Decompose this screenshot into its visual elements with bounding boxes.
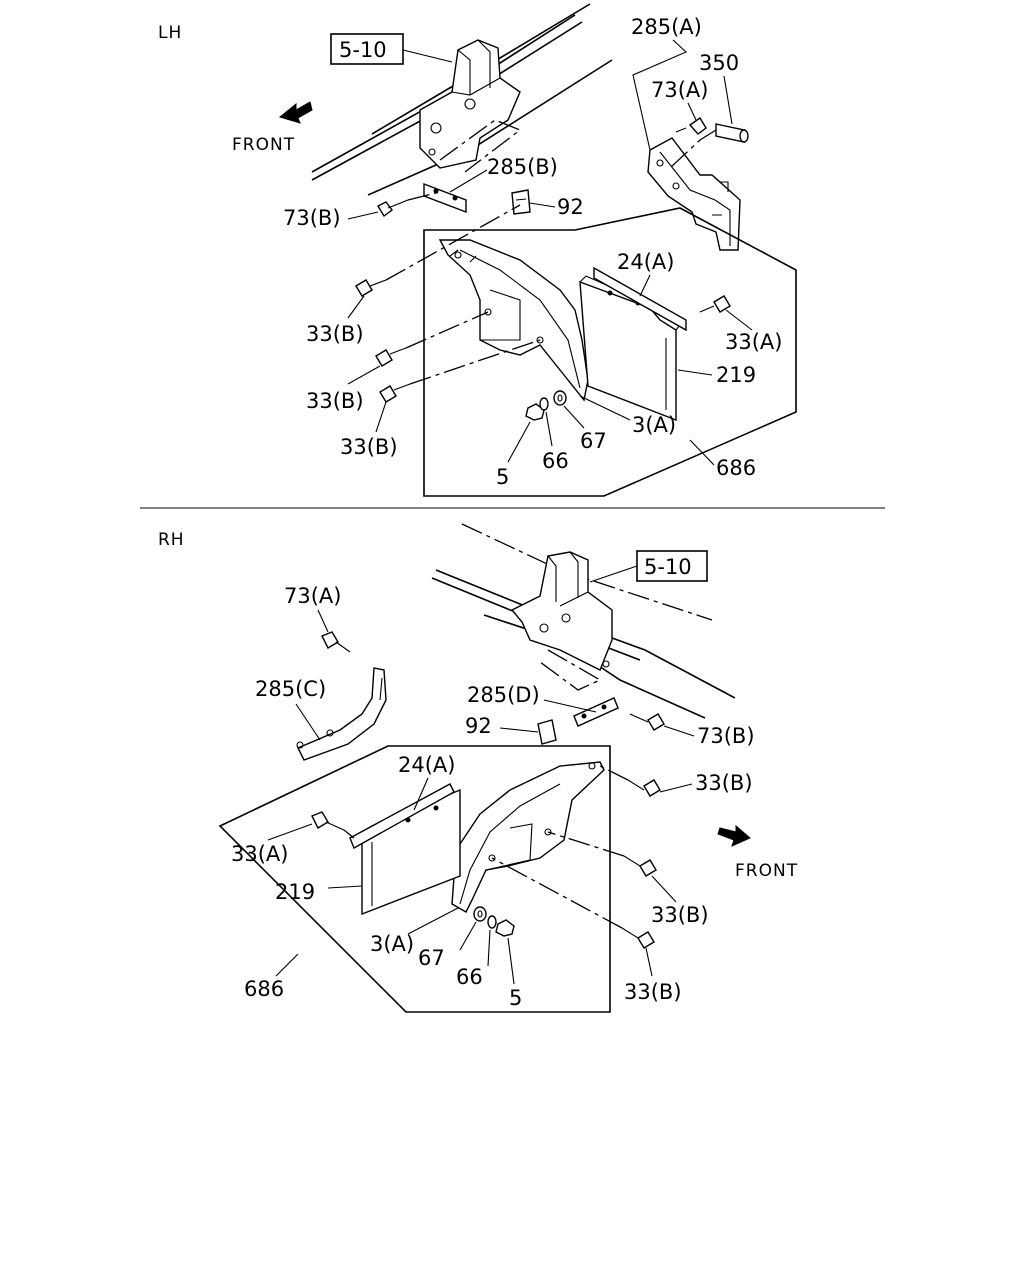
rh-front-label: FRONT [735, 861, 798, 881]
lh-cab-mount-bracket [419, 39, 522, 173]
rh-bolt-33a [311, 811, 345, 831]
rh-callout-33b-1: 33(B) [695, 771, 753, 795]
lh-callout-285a: 285(A) [631, 15, 702, 39]
rh-front-arrow-icon [717, 824, 751, 847]
rh-washer-66 [487, 915, 497, 929]
lh-bracket-285b [423, 182, 467, 214]
rh-bolt-73a [321, 631, 351, 653]
lh-callout-67: 67 [580, 429, 607, 453]
lh-washer-67 [553, 390, 567, 406]
rh-callout-5: 5 [509, 986, 522, 1010]
lh-bolt-33a [699, 295, 731, 313]
rh-cab-mount-bracket [510, 551, 613, 691]
rh-callout-285c: 285(C) [255, 677, 326, 701]
lh-callout-3a: 3(A) [632, 413, 676, 437]
lh-front-label: FRONT [232, 135, 295, 155]
lh-washer-66 [539, 397, 549, 411]
lh-callout-73b: 73(B) [283, 206, 341, 230]
lh-callout-686: 686 [716, 456, 756, 480]
lh-bolt-33b-3 [379, 383, 411, 403]
rh-callout-24a: 24(A) [398, 753, 455, 777]
lh-callout-92: 92 [557, 195, 584, 219]
lh-callout-33b-2: 33(B) [306, 389, 364, 413]
lh-section-label: LH [158, 23, 182, 43]
lh-ref-box-label[interactable]: 5-10 [339, 38, 387, 62]
lh-bolt-73a [675, 116, 707, 135]
lh-callout-24a: 24(A) [617, 250, 674, 274]
rh-clip-92 [537, 719, 557, 745]
rh-group-686-boundary [218, 745, 611, 1013]
lh-callout-33b-3: 33(B) [340, 435, 398, 459]
rh-callout-33b-3: 33(B) [624, 980, 682, 1004]
lh-callout-285b: 285(B) [487, 155, 558, 179]
rh-callout-33b-2: 33(B) [651, 903, 709, 927]
rh-callout-219: 219 [275, 880, 315, 904]
lh-strip-24a [593, 266, 687, 332]
rh-strip-24a [349, 783, 455, 850]
rh-callout-33a: 33(A) [231, 842, 288, 866]
lh-bolt-73b [377, 199, 409, 218]
rh-bracket-285c [296, 667, 387, 761]
rh-bolt-33b-2 [623, 855, 657, 877]
lh-group-686-boundary [423, 207, 797, 497]
lh-bracket-285a [647, 137, 741, 251]
lh-pin-350 [715, 123, 749, 143]
lh-callout-350: 350 [699, 51, 739, 75]
lh-nut-5 [525, 403, 545, 421]
rh-callout-73a: 73(A) [284, 584, 341, 608]
lh-section: LH 5-10 FRONT [158, 3, 797, 497]
lh-mudguard [438, 239, 589, 402]
rh-ref-box-label[interactable]: 5-10 [644, 555, 692, 579]
rh-section: RH 5-10 FRONT [158, 523, 798, 1013]
rh-washer-67 [473, 906, 487, 922]
lh-callout-33b-1: 33(B) [306, 322, 364, 346]
lh-clip-92 [511, 189, 531, 215]
rh-bolt-33b-3 [621, 927, 655, 949]
lh-bolt-33b-1 [355, 279, 387, 297]
rh-callout-686: 686 [244, 977, 284, 1001]
rh-bolt-33b-1 [627, 779, 661, 797]
rh-callout-73b: 73(B) [697, 724, 755, 748]
lh-front-arrow-icon [278, 101, 313, 124]
rh-mudguard [451, 761, 605, 913]
rh-callout-92: 92 [465, 714, 492, 738]
rh-callout-285d: 285(D) [467, 683, 540, 707]
rh-ref-box[interactable]: 5-10 [589, 550, 708, 583]
lh-callout-33a: 33(A) [725, 330, 782, 354]
rh-callout-66: 66 [456, 965, 483, 989]
lh-bolt-33b-2 [375, 347, 407, 367]
rh-section-label: RH [158, 530, 185, 550]
rh-callout-3a: 3(A) [370, 932, 414, 956]
rh-bolt-73b [629, 713, 665, 731]
rh-nut-5 [495, 919, 515, 937]
lh-callout-66: 66 [542, 449, 569, 473]
rh-callout-67: 67 [418, 946, 445, 970]
lh-callout-219: 219 [716, 363, 756, 387]
lh-ref-box[interactable]: 5-10 [330, 33, 453, 65]
lh-callout-5: 5 [496, 465, 509, 489]
lh-callout-73a: 73(A) [651, 78, 708, 102]
